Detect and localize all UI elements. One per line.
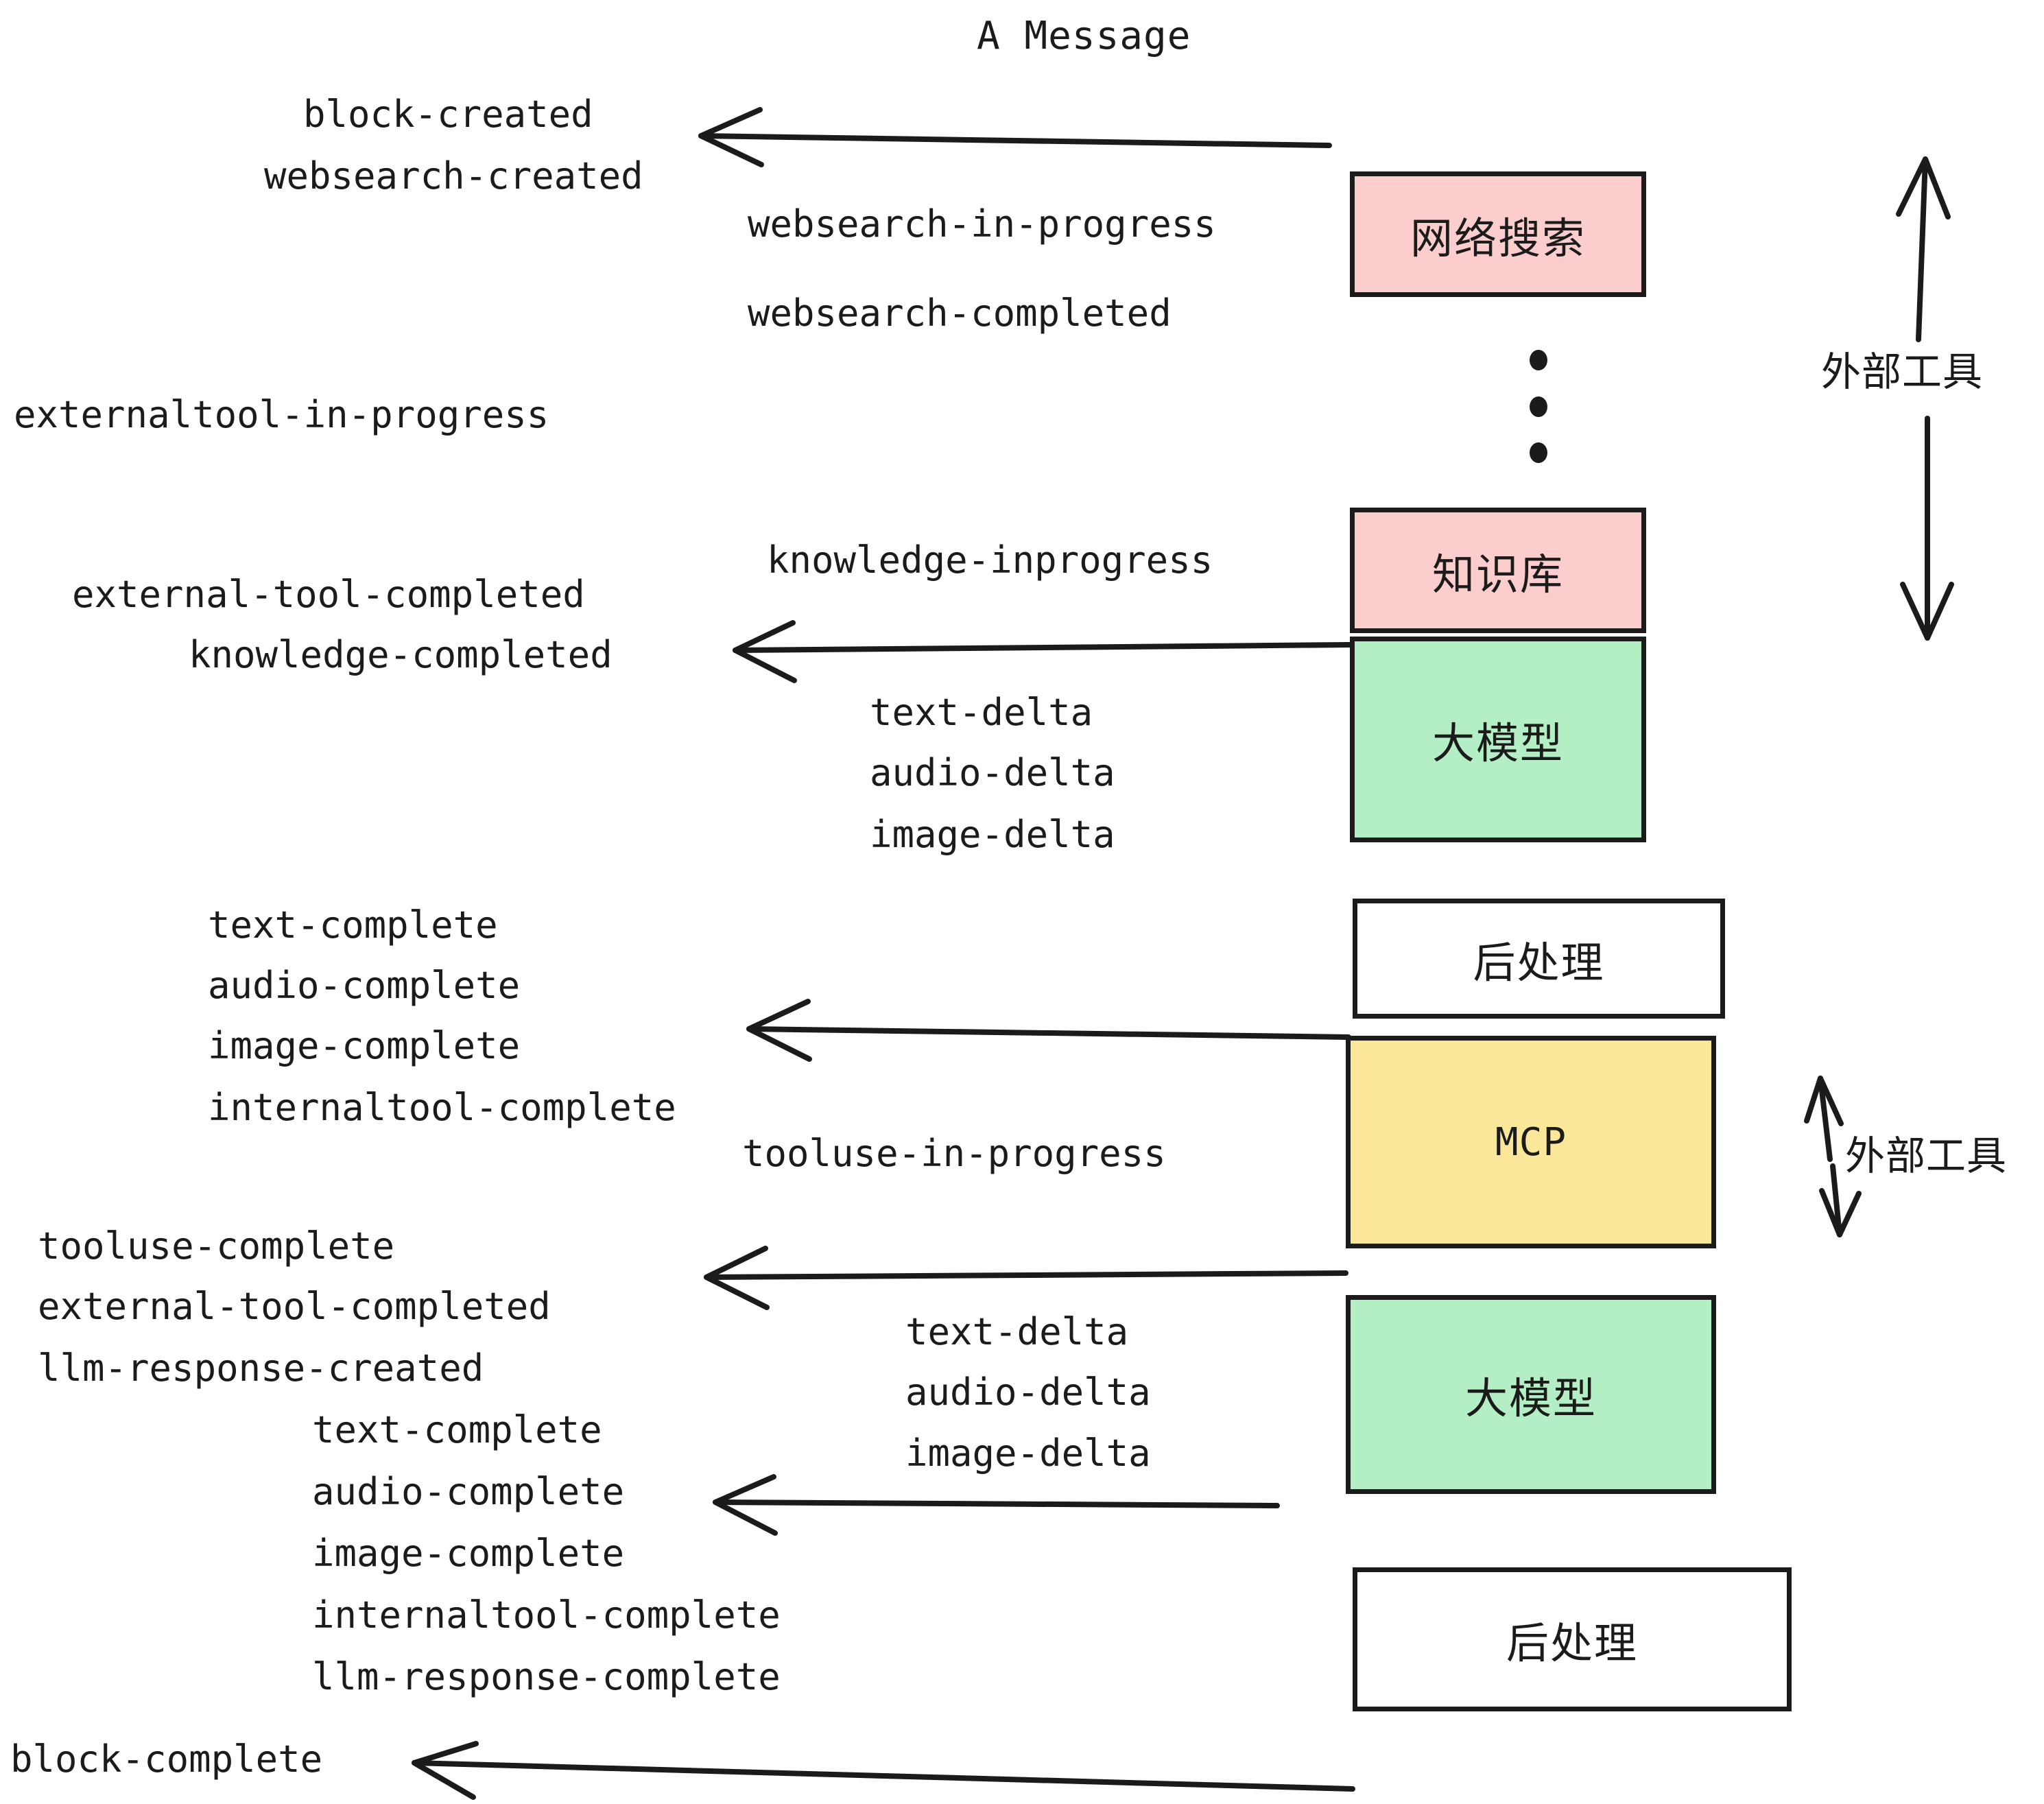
event-text-complete-1: text-complete: [208, 903, 498, 947]
event-text-delta-2: text-delta: [905, 1310, 1129, 1353]
event-image-delta-2: image-delta: [905, 1432, 1151, 1475]
box-postprocess-bottom[interactable]: 后处理: [1353, 1567, 1792, 1711]
event-image-complete-1: image-complete: [208, 1024, 521, 1067]
event-llm-response-created: llm-response-created: [38, 1346, 484, 1390]
ellipsis-dot-1: [1530, 350, 1547, 370]
event-websearch-created: websearch-created: [264, 154, 643, 198]
event-audio-complete-1: audio-complete: [208, 964, 521, 1007]
box-mcp[interactable]: MCP: [1346, 1036, 1716, 1248]
page-title: A Message: [977, 14, 1191, 58]
event-external-tool-completed-1: external-tool-completed: [72, 573, 585, 616]
event-text-complete-2: text-complete: [312, 1408, 602, 1451]
event-audio-delta-2: audio-delta: [905, 1370, 1151, 1414]
side-label-external-tools-bottom: 外部工具: [1845, 1132, 2008, 1179]
event-block-complete: block-complete: [10, 1737, 323, 1781]
box-llm-top[interactable]: 大模型: [1350, 637, 1646, 842]
ellipsis-dot-2: [1530, 396, 1547, 417]
event-websearch-in-progress: websearch-in-progress: [748, 202, 1216, 246]
event-image-complete-2: image-complete: [312, 1532, 625, 1575]
box-websearch-label: 网络搜索: [1410, 213, 1586, 263]
event-external-tool-completed-2: external-tool-completed: [38, 1285, 551, 1328]
box-mcp-label: MCP: [1495, 1119, 1567, 1165]
block-complete-arrow: [412, 1741, 1355, 1800]
event-websearch-completed: websearch-completed: [748, 292, 1172, 335]
box-postprocess-top-label: 后处理: [1473, 937, 1605, 988]
box-llm-bottom-label: 大模型: [1464, 1373, 1597, 1423]
box-llm-top-label: 大模型: [1431, 718, 1564, 768]
event-audio-delta-1: audio-delta: [870, 751, 1115, 794]
event-block-created: block-created: [303, 93, 593, 136]
box-postprocess-top[interactable]: 后处理: [1353, 899, 1725, 1019]
event-tooluse-in-progress: tooluse-in-progress: [742, 1132, 1166, 1175]
event-internaltool-complete-2: internaltool-complete: [312, 1593, 781, 1637]
event-knowledge-inprogress: knowledge-inprogress: [767, 538, 1213, 582]
event-image-delta-1: image-delta: [870, 813, 1115, 856]
box-websearch[interactable]: 网络搜索: [1350, 171, 1646, 297]
event-llm-response-complete: llm-response-complete: [312, 1655, 781, 1698]
block-created-arrow: [698, 107, 1332, 167]
event-text-delta-1: text-delta: [870, 691, 1093, 734]
box-postprocess-bottom-label: 后处理: [1506, 1618, 1638, 1668]
ellipsis-dot-3: [1530, 442, 1547, 463]
audio-complete-arrow: [713, 1474, 1280, 1536]
event-audio-complete-2: audio-complete: [312, 1470, 625, 1513]
box-knowledge[interactable]: 知识库: [1350, 508, 1646, 633]
box-knowledge-label: 知识库: [1431, 549, 1564, 600]
side-label-external-tools-top: 外部工具: [1821, 348, 1984, 395]
event-tooluse-complete: tooluse-complete: [38, 1224, 395, 1268]
event-internaltool-complete-1: internaltool-complete: [208, 1086, 676, 1129]
image-complete-arrow: [746, 999, 1351, 1062]
event-knowledge-completed: knowledge-completed: [189, 633, 613, 676]
tooluse-complete-arrow: [704, 1246, 1348, 1310]
event-externaltool-in-progress: externaltool-in-progress: [14, 393, 549, 436]
external-tool-arrow-top: [1896, 156, 1954, 641]
knowledge-completed-arrow: [733, 620, 1353, 683]
box-llm-bottom[interactable]: 大模型: [1346, 1295, 1716, 1494]
